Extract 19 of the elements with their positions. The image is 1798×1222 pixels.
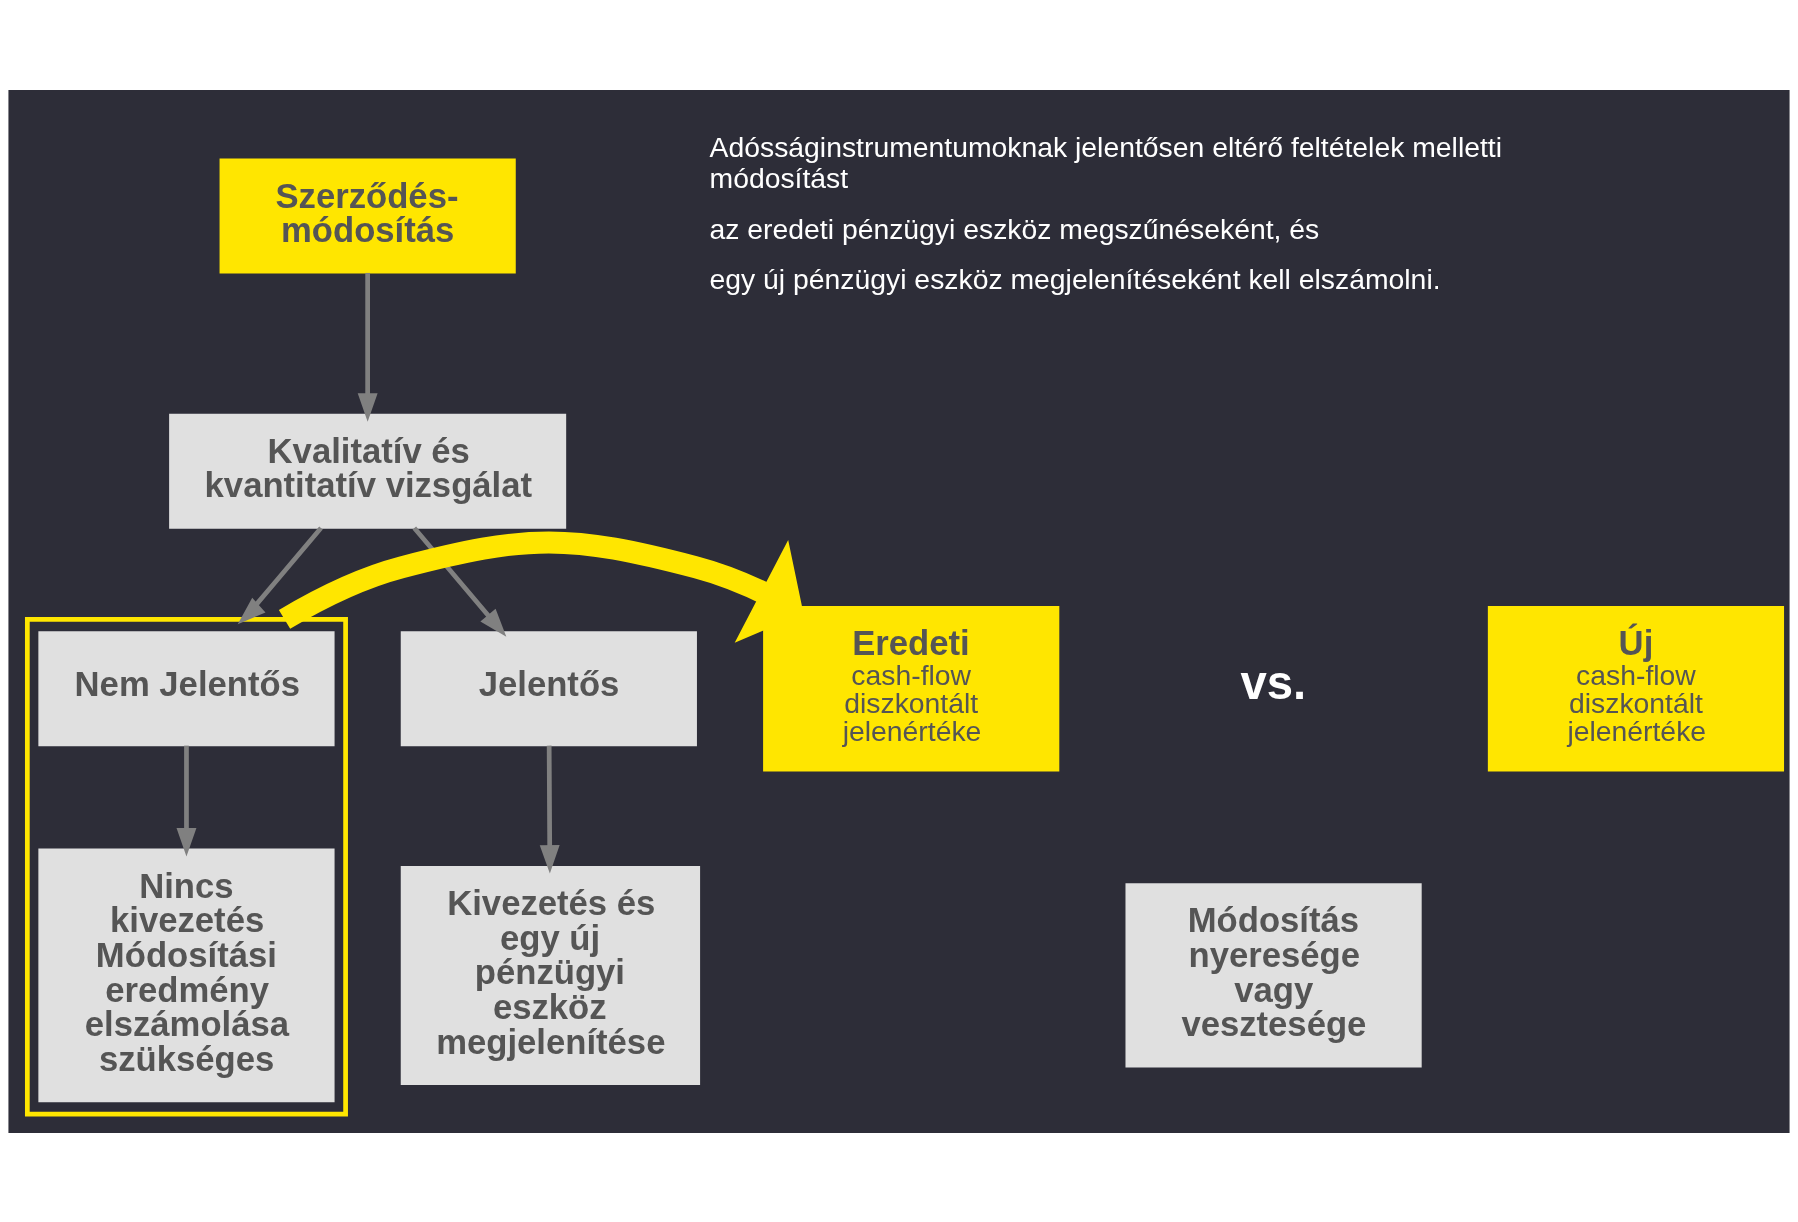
node-box: Kivezetés és egy új pénzügyi eszköz megjelenítése <box>400 865 701 1085</box>
arrow <box>539 745 560 874</box>
label: Adósságinstrumentumoknak jelentősen eltérő feltételek melletti módosítást <box>709 130 1503 194</box>
label: az eredeti pénzügyi eszköz megszűnéseként, és <box>709 212 1320 245</box>
node-box: Nem Jelentős <box>38 630 335 746</box>
label: egy új pénzügyi eszköz megjelenítéseként kell elszámolni. <box>709 262 1441 295</box>
node-box: Új cash-flow diszkontált jelenértéke <box>1487 605 1785 771</box>
node-box: Kvalitatív és kvantitatív vizsgálat <box>169 413 567 529</box>
node-box: Nincs kivezetés Módosítási eredmény elszámolása szükséges <box>38 848 335 1102</box>
node-box: Jelentős <box>400 630 697 746</box>
arrow <box>237 526 323 624</box>
node-box: Eredeti cash-flow diszkontált jelenértéke <box>763 605 1060 771</box>
arrow <box>357 272 378 422</box>
node-box: Módosítás nyeresége vagy vesztesége <box>1125 882 1422 1068</box>
node-box: Szerződés-módosítás <box>219 158 516 274</box>
arrow <box>176 745 197 857</box>
cluster <box>24 616 348 1116</box>
arrow <box>278 530 804 643</box>
label: vs. <box>1240 655 1307 709</box>
